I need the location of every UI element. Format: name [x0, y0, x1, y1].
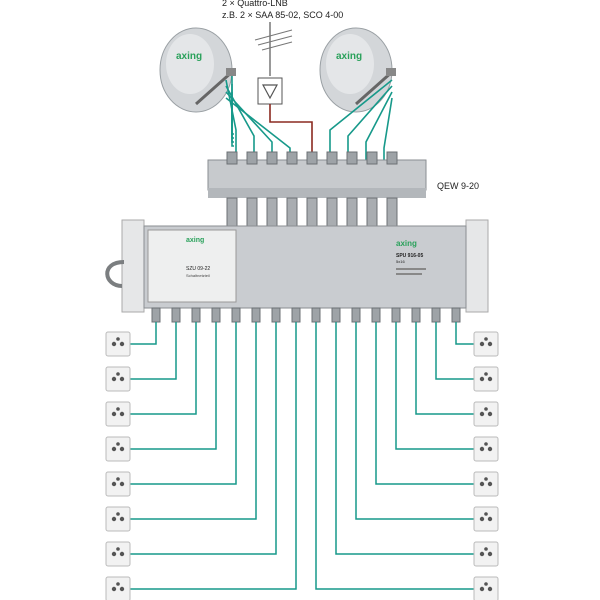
multiswitch-brand: axing	[396, 239, 417, 248]
terrestrial-antenna	[254, 22, 293, 76]
multiswitch-model-label: SPU 916-05	[396, 253, 423, 259]
brand-logo-right: axing	[336, 51, 362, 62]
multiswitch-output-14	[411, 307, 421, 323]
wall-outlet-left-5	[105, 471, 131, 497]
wall-outlet-left-8	[105, 576, 131, 600]
qew-input-4	[286, 151, 298, 165]
wall-outlet-left-7	[105, 541, 131, 567]
drop-cable-left-1	[130, 322, 157, 345]
drop-cable-left-7	[130, 322, 277, 555]
power-supply-module	[147, 229, 237, 303]
mains-cable	[105, 260, 125, 288]
drop-cable-right-5	[375, 322, 474, 485]
qew-output-6	[326, 197, 338, 227]
multiswitch-output-8	[291, 307, 301, 323]
qew-output-2	[246, 197, 258, 227]
multiswitch-output-1	[151, 307, 161, 323]
qew-output-1	[226, 197, 238, 227]
wall-outlet-right-4	[473, 436, 499, 462]
drop-cable-right-8	[315, 322, 474, 590]
qew-input-9	[386, 151, 398, 165]
wall-outlet-left-3	[105, 401, 131, 427]
wall-outlet-right-5	[473, 471, 499, 497]
drop-cable-left-4	[130, 322, 217, 450]
drop-cable-right-4	[395, 322, 474, 450]
wall-outlet-right-1	[473, 331, 499, 357]
wall-outlet-left-1	[105, 331, 131, 357]
satellite-dish-right: axing	[319, 27, 396, 113]
wall-outlet-right-3	[473, 401, 499, 427]
multiswitch-output-6	[251, 307, 261, 323]
qew-input-7	[346, 151, 358, 165]
wall-outlet-left-6	[105, 506, 131, 532]
wall-outlet-right-7	[473, 541, 499, 567]
drop-cable-right-7	[335, 322, 474, 555]
multiswitch-output-4	[211, 307, 221, 323]
drop-cable-right-3	[415, 322, 474, 415]
qew-input-8	[366, 151, 378, 165]
multiswitch-output-3	[191, 307, 201, 323]
wall-outlet-right-6	[473, 506, 499, 532]
qew-input-2	[246, 151, 258, 165]
drop-cable-left-6	[130, 322, 257, 520]
multiswitch-output-13	[391, 307, 401, 323]
drop-cable-right-1	[455, 322, 474, 345]
multiswitch-output-10	[331, 307, 341, 323]
qew-output-7	[346, 197, 358, 227]
drop-cable-left-5	[130, 322, 237, 485]
switch-unit-qew	[207, 151, 427, 227]
lnb-caption-line2: z.B. 2 × SAA 85-02, SCO 4-00	[222, 10, 344, 20]
qew-output-5	[306, 197, 318, 227]
wall-outlets	[105, 331, 499, 600]
multiswitch-unit: axing SZU 09-22 Schaltnetzteil axing SPU…	[121, 219, 489, 323]
drop-cables	[130, 322, 474, 590]
qew-input-6	[326, 151, 338, 165]
brand-logo-left: axing	[176, 51, 202, 62]
qew-output-3	[266, 197, 278, 227]
power-sub-label: Schaltnetzteil	[186, 273, 210, 278]
drop-cable-right-2	[435, 322, 474, 380]
qew-output-8	[366, 197, 378, 227]
multiswitch-output-9	[311, 307, 321, 323]
multiswitch-model-sub: 5x16	[396, 259, 405, 264]
lnb-cable-left-3	[231, 100, 234, 147]
qew-output-4	[286, 197, 298, 227]
power-model-label: SZU 09-22	[186, 266, 210, 272]
multiswitch-output-11	[351, 307, 361, 323]
multiswitch-output-16	[451, 307, 461, 323]
lnb-cable-right-drop-2	[365, 91, 393, 162]
lnb-cable-right-drop-3	[383, 97, 393, 162]
wall-outlet-left-2	[105, 366, 131, 392]
drop-cable-left-8	[130, 322, 297, 590]
multiswitch-output-7	[271, 307, 281, 323]
satellite-dish-left: axing	[159, 27, 236, 113]
power-brand: axing	[186, 237, 204, 244]
terrestrial-cable	[269, 104, 313, 162]
lnb-cable-right-drop-0	[329, 79, 393, 162]
wall-outlet-right-8	[473, 576, 499, 600]
multiswitch-output-2	[171, 307, 181, 323]
wall-outlet-left-4	[105, 436, 131, 462]
qew-input-1	[226, 151, 238, 165]
drop-cable-left-3	[130, 322, 197, 415]
multiswitch-output-15	[431, 307, 441, 323]
qew-input-5	[306, 151, 318, 165]
qew-input-3	[266, 151, 278, 165]
drop-cable-right-6	[355, 322, 474, 520]
amplifier-icon	[257, 77, 283, 105]
wall-outlet-right-2	[473, 366, 499, 392]
drop-cable-left-2	[130, 322, 177, 380]
multiswitch-output-5	[231, 307, 241, 323]
lnb-cable-left-drop-0	[225, 79, 237, 162]
multiswitch-output-12	[371, 307, 381, 323]
switch-label: QEW 9-20	[437, 181, 480, 191]
qew-output-9	[386, 197, 398, 227]
lnb-caption-line1: 2 × Quattro-LNB	[222, 0, 288, 8]
